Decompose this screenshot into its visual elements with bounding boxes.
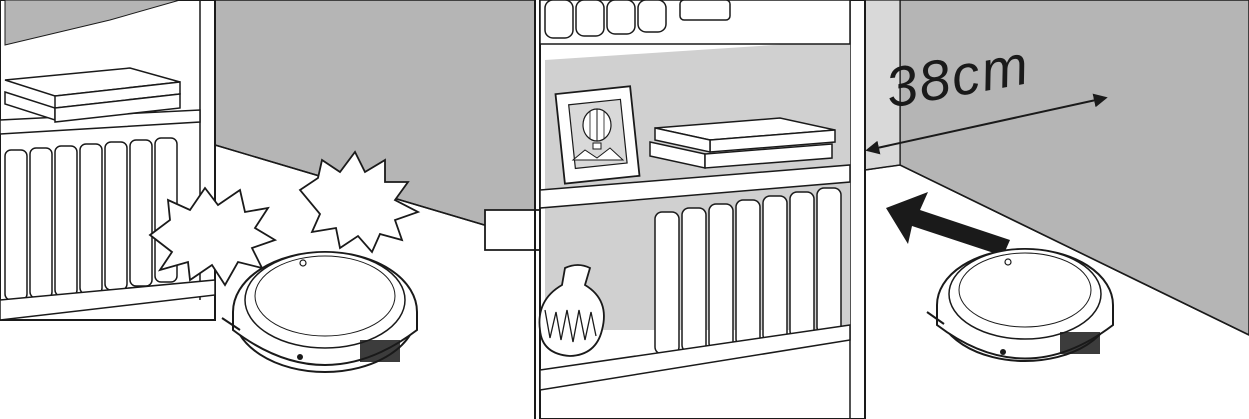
bookshelf-left (0, 0, 215, 320)
picture-frame (555, 86, 639, 183)
bookshelf-right (539, 0, 865, 419)
panel-after: 38cm (535, 0, 1249, 419)
panel-before (0, 0, 535, 419)
robot-vacuum-right (927, 249, 1113, 361)
